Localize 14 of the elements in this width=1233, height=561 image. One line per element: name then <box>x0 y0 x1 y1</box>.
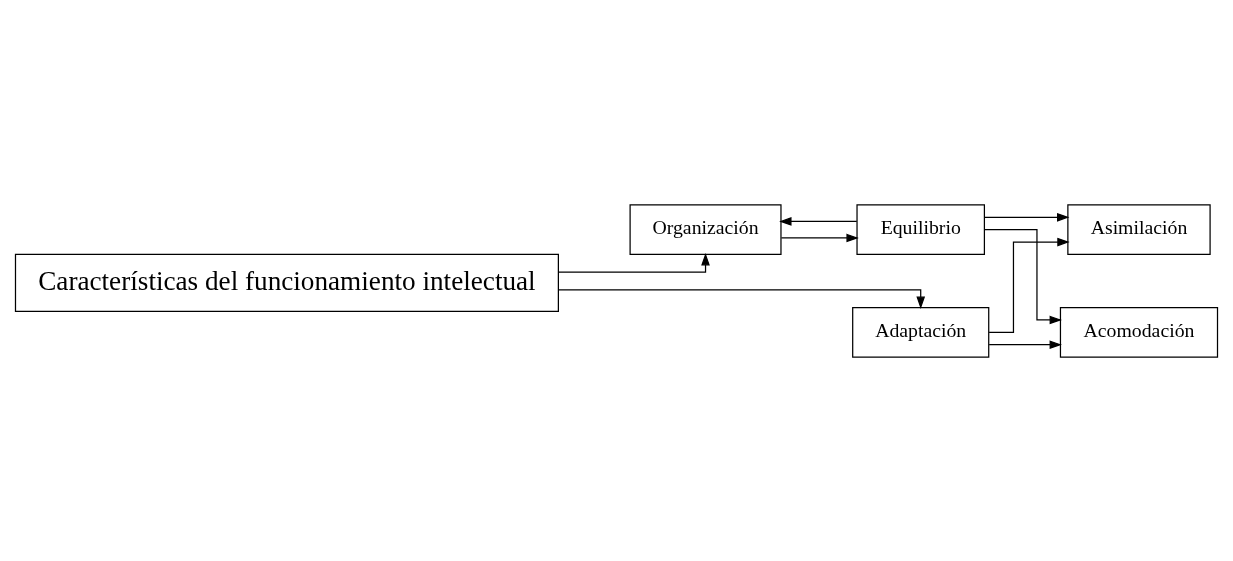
node-box: Acomodación <box>1059 306 1219 358</box>
arrow <box>984 228 1062 324</box>
node-box: Características del funcionamiento intelectual <box>14 253 559 312</box>
arrow <box>557 288 926 309</box>
arrow <box>780 233 859 242</box>
arrow <box>988 339 1062 349</box>
node-box: Equilibrio <box>856 203 985 255</box>
node-box: Organización <box>629 203 782 255</box>
arrow <box>983 212 1070 222</box>
node-box: Adaptación <box>852 306 990 358</box>
arrow <box>557 252 710 273</box>
node-box: Asimilación <box>1067 203 1211 255</box>
arrow <box>779 216 858 226</box>
arrow <box>988 237 1070 333</box>
